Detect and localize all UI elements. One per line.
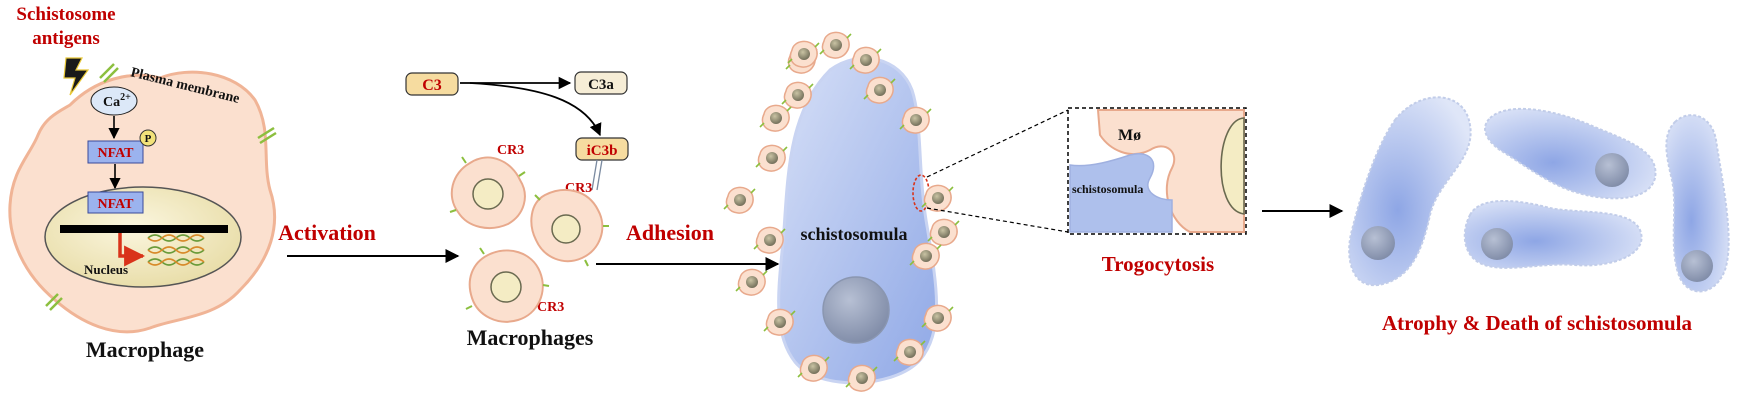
c3a-label: C3a xyxy=(588,77,614,93)
dna-helix-icon xyxy=(147,234,205,266)
macrophages-caption: Macrophages xyxy=(467,325,594,350)
receptor-icon xyxy=(449,156,609,310)
nfat-cyto-box xyxy=(87,140,144,164)
adherent-macrophage xyxy=(781,81,814,109)
ic3b-label: iC3b xyxy=(587,143,618,159)
adherent-macrophage xyxy=(787,40,820,68)
outcome-caption: Atrophy & Death of schistosomula xyxy=(1382,311,1692,335)
cr3-top-label: CR3 xyxy=(497,143,524,158)
ic3b-tether-a xyxy=(591,159,598,191)
schistosomula-label: schistosomula xyxy=(800,224,907,244)
inset-guide-top xyxy=(926,109,1069,178)
atrophied-worm-3-nucleus xyxy=(1481,228,1513,260)
adherent-macrophage xyxy=(735,268,768,296)
c3a-box xyxy=(574,71,628,95)
schistosomula-panel: schistosomula xyxy=(723,31,960,392)
nucleus-label: Nucleus xyxy=(84,262,128,277)
macrophage-cell-1 xyxy=(450,156,526,229)
c3-box xyxy=(405,72,459,96)
adherent-macrophage xyxy=(753,226,786,254)
adherent-macrophage xyxy=(863,76,896,104)
activation-label: Activation xyxy=(278,220,376,245)
adherent-macrophage xyxy=(819,31,852,59)
adherent-macrophage xyxy=(893,338,926,366)
atrophied-worm-2-nucleus xyxy=(1595,153,1629,187)
outcome-panel: Atrophy & Death of schistosomula xyxy=(1348,96,1730,335)
phospho-label: P xyxy=(145,133,152,145)
adherent-macrophage xyxy=(845,364,878,392)
inset-schistosomula xyxy=(1069,153,1173,233)
transcription-arrow xyxy=(118,233,146,267)
antigen-label-line1: Schistosome xyxy=(16,4,115,25)
atrophied-worm-2 xyxy=(1484,107,1657,200)
adherent-macrophage xyxy=(797,354,830,382)
inset-macrophage xyxy=(1096,109,1245,233)
adherent-macrophage xyxy=(849,46,882,74)
receptor-icon xyxy=(45,63,277,311)
trogocytosis-inset: Mø schistosomula Trogocytosis xyxy=(926,107,1247,276)
schistosomula-nucleus xyxy=(822,276,890,344)
calcium-ellipse xyxy=(90,86,138,116)
macrophage-panel: Schistosome antigens Plasma membrane Ca2… xyxy=(8,4,277,362)
nfat-cyto-label: NFAT xyxy=(97,146,134,161)
nfat-nuc-label: NFAT xyxy=(97,197,134,212)
cr3-bottom-label: CR3 xyxy=(537,300,564,315)
inset-guide-bottom xyxy=(926,207,1069,233)
adherent-macrophage xyxy=(755,144,788,172)
macrophage-caption: Macrophage xyxy=(86,337,204,362)
atrophied-worm-1-nucleus xyxy=(1361,226,1395,260)
complement-panel: C3 C3a iC3b CR3 CR3 CR3 Macrophages xyxy=(405,71,629,350)
adherent-macrophage xyxy=(899,106,932,134)
atrophied-worm-1 xyxy=(1348,96,1472,287)
adherent-macrophage xyxy=(921,304,954,332)
adherent-macrophage xyxy=(759,104,792,132)
trogocytosis-caption: Trogocytosis xyxy=(1102,252,1214,276)
inset-worm-label: schistosomula xyxy=(1072,182,1143,196)
phospho-badge xyxy=(139,129,157,147)
macrophage-cell-2 xyxy=(530,189,604,263)
inset-mo-label: Mø xyxy=(1118,127,1141,144)
adherent-macrophage xyxy=(921,184,954,212)
adherent-macrophage xyxy=(909,242,942,270)
arrow-c3-to-ic3b xyxy=(469,82,602,137)
inset-macrophage-nucleus xyxy=(1220,117,1245,215)
adherent-macrophage xyxy=(763,308,796,336)
c3-label: C3 xyxy=(422,77,442,94)
calcium-label: Ca2+ xyxy=(103,92,131,110)
lightning-icon xyxy=(63,57,90,96)
adherent-macrophage xyxy=(927,218,960,246)
atrophied-worm-4-nucleus xyxy=(1681,250,1713,282)
antigen-label-line2: antigens xyxy=(32,28,100,49)
nfat-nuc-box xyxy=(87,191,144,214)
adherent-macrophages xyxy=(723,31,960,392)
macrophage-cell-3 xyxy=(468,249,544,323)
adhesion-label: Adhesion xyxy=(626,220,714,245)
adherent-macrophage xyxy=(723,186,756,214)
ic3b-tether-b xyxy=(596,159,603,191)
atrophied-worm-4 xyxy=(1665,114,1730,293)
dna-bar xyxy=(60,225,228,233)
